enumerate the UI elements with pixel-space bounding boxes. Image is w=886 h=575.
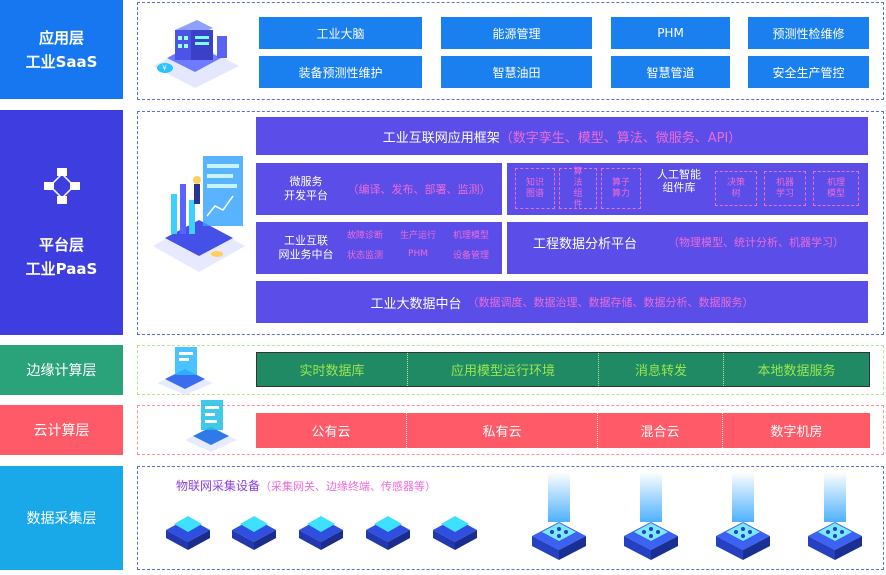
server-chip-icon (808, 472, 862, 560)
edge-item: 本地数据服务 (723, 353, 869, 386)
ai-component-item: 机理 模型 (813, 171, 859, 206)
layer-label-platform: 平台层 工业PaaS (0, 110, 123, 335)
app-item: 工业大脑 (259, 17, 422, 49)
iot-device-row (166, 516, 477, 550)
cloud-item: 私有云 (406, 413, 597, 448)
layer-name: 应用层 (38, 28, 84, 47)
layer-label-data: 数据采集层 (0, 466, 123, 570)
app-item: 装备预测性维护 (259, 56, 422, 88)
analysis-title: 工程数据分析平台 (532, 236, 637, 252)
data-server-row (532, 472, 862, 560)
app-item: 安全生产管控 (748, 56, 869, 88)
data-analysis-illustration (153, 156, 245, 272)
bigdata-platform-box: 工业大数据中台 （数据调度、数据治理、数据存储、数据分析、数据服务） (256, 281, 868, 323)
layer-label-cloud: 云计算层 (0, 405, 123, 455)
iot-device-icon (366, 516, 410, 550)
server-chip-icon (716, 472, 770, 560)
cloud-service-bar: 公有云 私有云 混合云 数字机房 (256, 413, 870, 448)
ai-component-item: 知识 图谱 (515, 168, 555, 209)
app-framework-box: 工业互联网应用框架 （数字孪生、模型、算法、微服务、API） (256, 117, 868, 155)
smart-factory-illustration: ￥ (153, 20, 239, 88)
platform-layer-panel (137, 111, 884, 335)
iot-device-icon (166, 516, 210, 550)
edge-layer-panel (137, 345, 884, 395)
business-item: 生产运行 (399, 230, 436, 241)
layer-name: 云计算层 (33, 423, 90, 439)
app-item: 智慧油田 (441, 56, 592, 88)
business-item: 机理模型 (452, 230, 489, 241)
iot-device-icon (433, 516, 477, 550)
server-chip-icon (532, 472, 586, 560)
layer-name: 平台层 (38, 235, 84, 254)
iot-title: 物联网采集设备 (176, 479, 261, 493)
server-chip-icon (624, 472, 678, 560)
cloud-item: 公有云 (311, 425, 351, 440)
edge-service-bar: 实时数据库 应用模型运行环境 消息转发 本地数据服务 (256, 352, 870, 387)
edge-item: 应用模型运行环境 (407, 353, 598, 386)
microservice-platform-box: 微服务 开发平台 （编译、发布、部署、监测） (256, 163, 502, 215)
layer-name: 边缘计算层 (26, 363, 97, 379)
ai-component-item: 机器 学习 (764, 171, 806, 206)
ai-component-item: 算 法 组 件 (559, 167, 597, 210)
layer-sub: 工业SaaS (25, 52, 98, 71)
business-item: 故障诊断 (346, 230, 383, 241)
cloud-item: 数字机房 (722, 413, 870, 448)
cloud-layer-panel (137, 405, 884, 455)
app-layer-panel (137, 2, 884, 100)
cloud-server-illustration (185, 400, 237, 452)
app-item: 能源管理 (441, 17, 592, 49)
analysis-detail: （物理模型、统计分析、机器学习） (668, 236, 844, 249)
app-item: PHM (611, 17, 730, 49)
business-item: PHM (408, 249, 428, 259)
business-item: 设备管理 (452, 250, 489, 261)
framework-title: 工业互联网应用框架 (382, 130, 500, 146)
edge-item: 实时数据库 (299, 364, 365, 379)
svg-text:￥: ￥ (161, 64, 168, 72)
framework-detail: （数字孪生、模型、算法、微服务、API） (499, 130, 742, 146)
ai-component-item: 算子 算力 (601, 168, 641, 209)
ai-component-item: 决策 树 (715, 171, 757, 206)
iot-heading: 物联网采集设备（采集网关、边缘终端、传感器等） (176, 477, 506, 493)
edge-terminal-illustration (157, 347, 213, 395)
bigdata-detail: （数据调度、数据治理、数据存储、数据分析、数据服务） (467, 296, 754, 309)
business-platform-box: 工业互联 网业务中台 故障诊断 生产运行 机理模型 状态监测 PHM 设备管理 (256, 222, 502, 274)
iot-device-icon (232, 516, 276, 550)
microservice-title: 微服务 开发平台 (284, 175, 328, 202)
layer-label-app: 应用层 工业SaaS (0, 0, 123, 99)
app-item: 智慧管道 (611, 56, 730, 88)
layer-sub: 工业PaaS (25, 259, 98, 278)
layer-name: 数据采集层 (26, 511, 97, 527)
engineering-analysis-box: 工程数据分析平台 （物理模型、统计分析、机器学习） (507, 222, 868, 274)
iot-detail: （采集网关、边缘终端、传感器等） (260, 480, 437, 493)
layer-label-edge: 边缘计算层 (0, 345, 123, 395)
ai-component-box: 知识 图谱 算 法 组 件 算子 算力 人工智能 组件库 决策 树 机器 学习 … (507, 163, 868, 215)
network-icon (43, 167, 80, 204)
ai-component-title: 人工智能 组件库 (657, 168, 701, 194)
bigdata-title: 工业大数据中台 (370, 296, 462, 312)
data-layer-panel (137, 466, 884, 570)
business-title: 工业互联 网业务中台 (278, 234, 334, 261)
edge-item: 消息转发 (598, 353, 723, 386)
app-item: 预测性检维修 (748, 17, 869, 49)
microservice-detail: （编译、发布、部署、监测） (347, 183, 491, 196)
business-item: 状态监测 (346, 250, 383, 261)
iot-device-icon (299, 516, 343, 550)
cloud-item: 混合云 (597, 413, 722, 448)
